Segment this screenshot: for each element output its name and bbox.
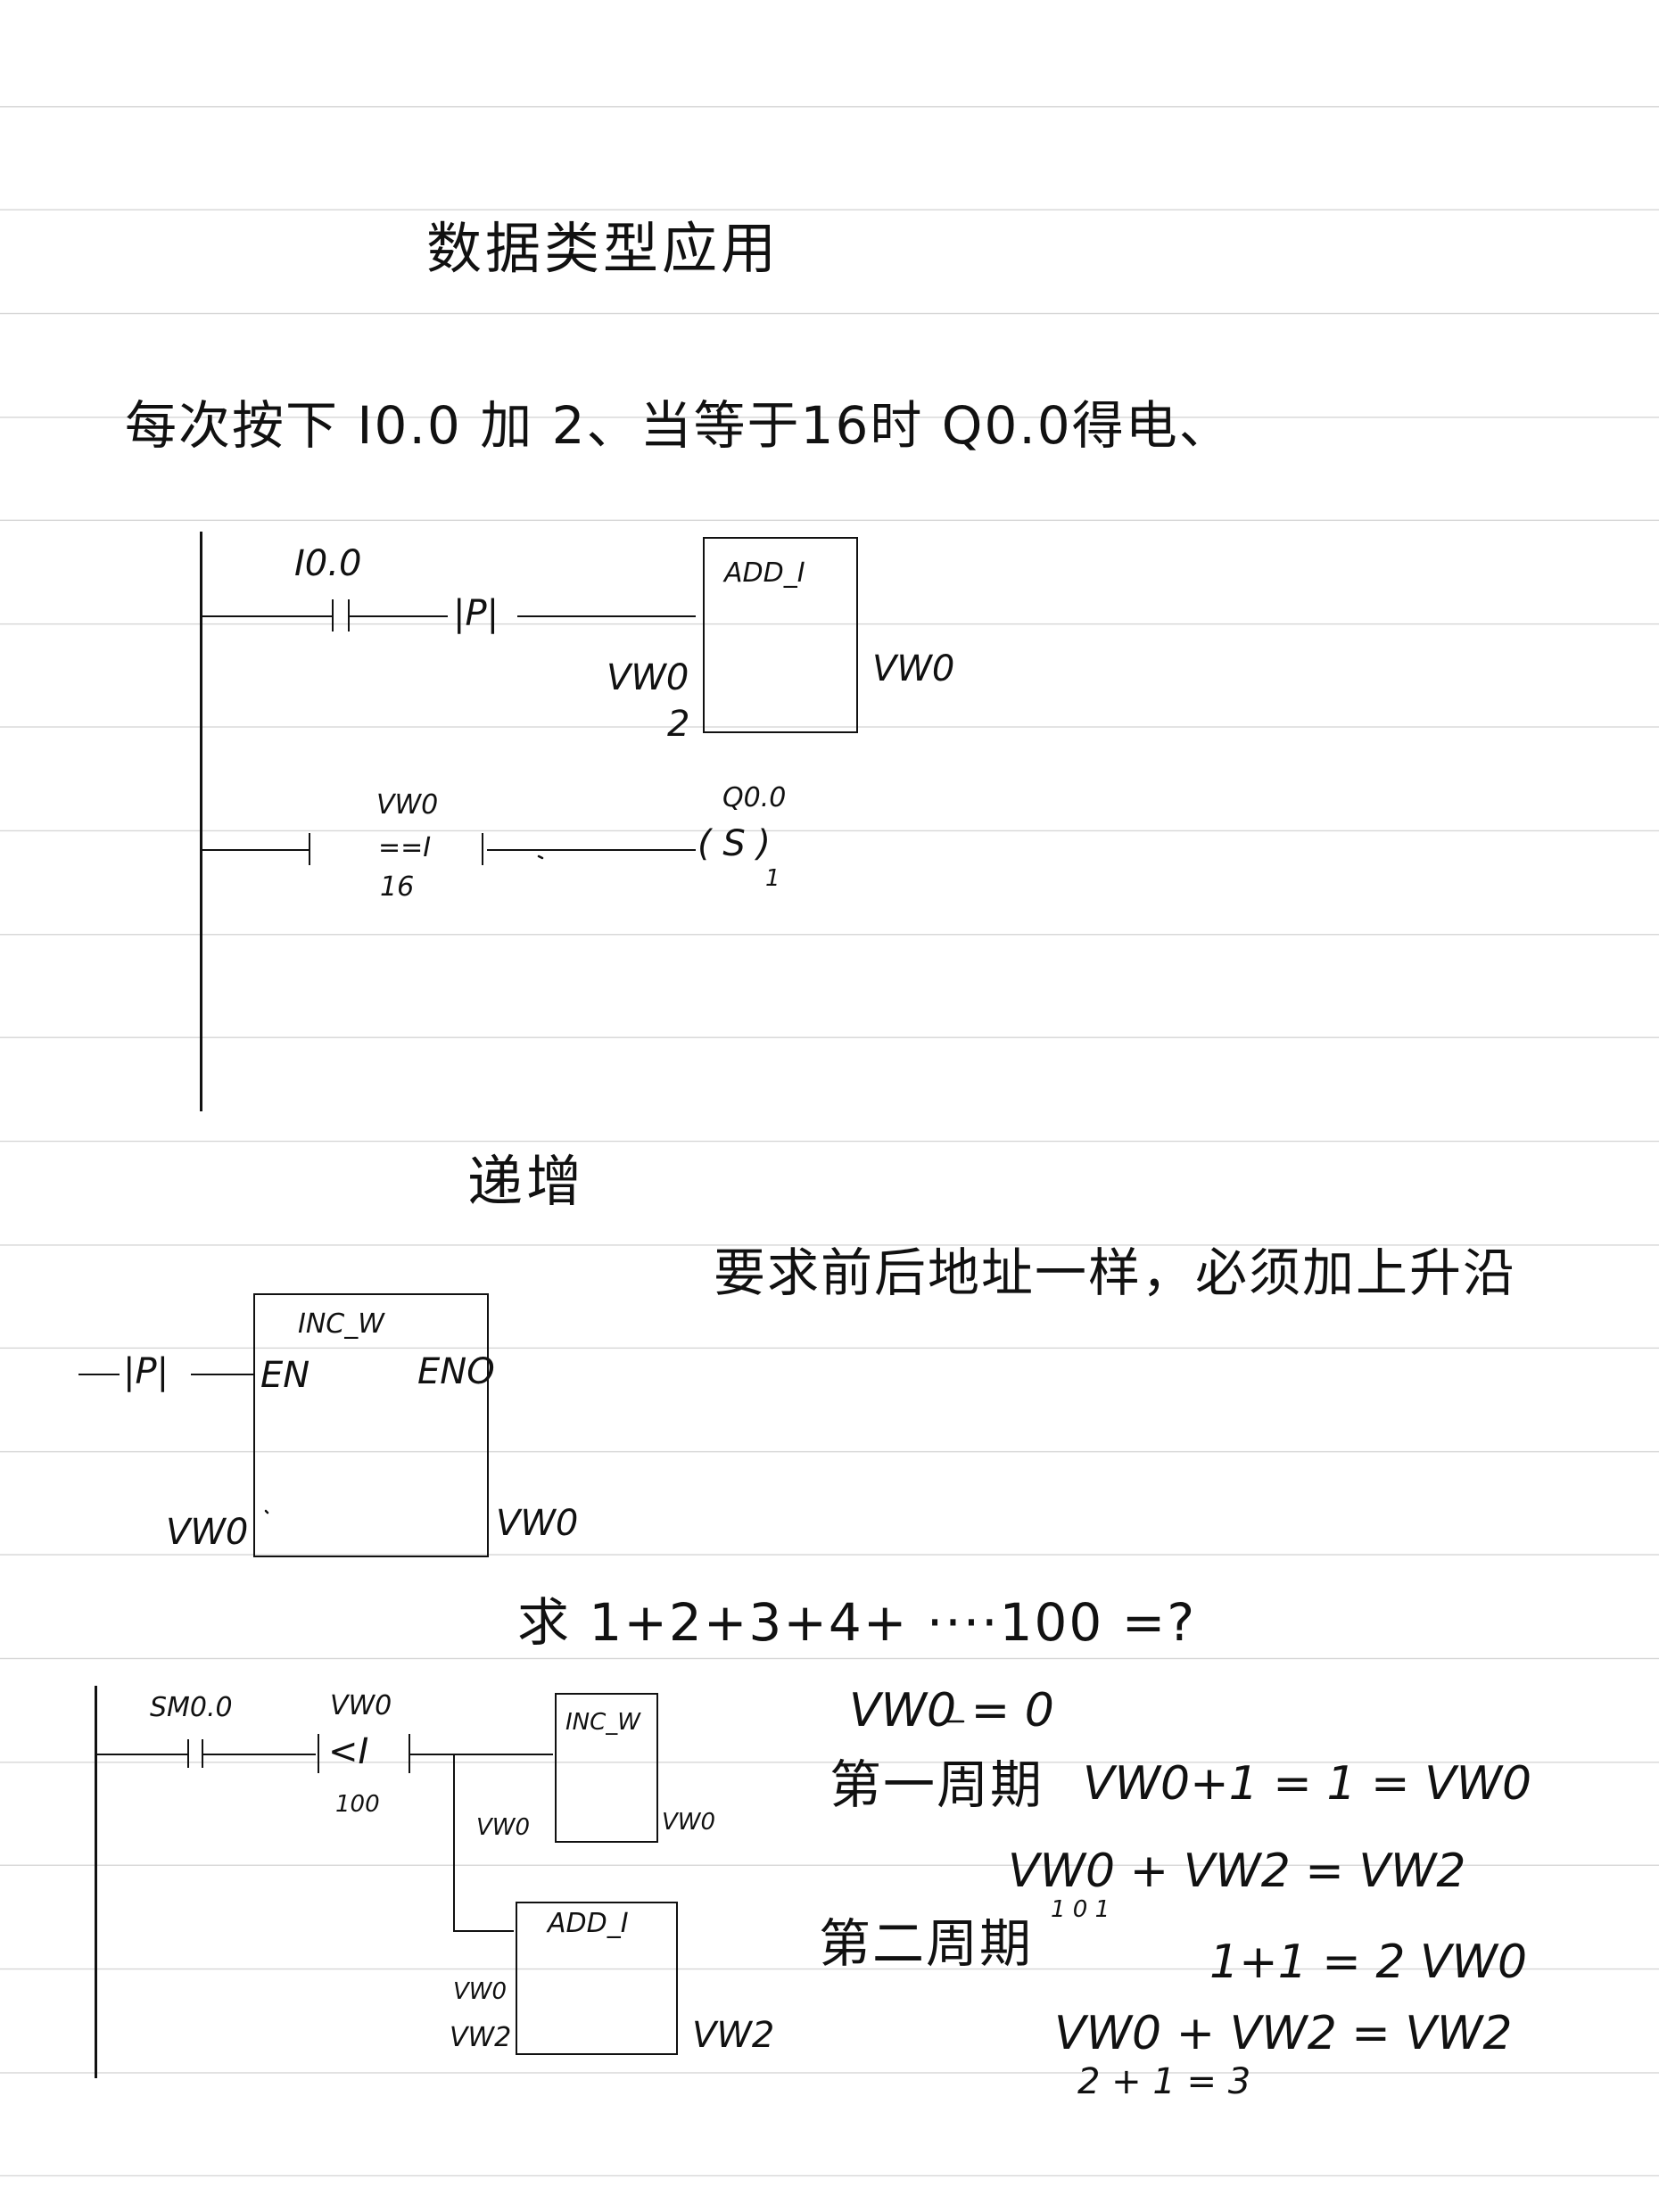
net1-edge-label: |P| [453,593,499,634]
net3-wire-b [203,1754,316,1755]
inc-en-label: EN [260,1355,310,1396]
note-cycle2-a: 1+1 = 2 VW0 [1209,1936,1528,1989]
net3-add-box-label: ADD_I [548,1908,629,1939]
net1-contact-label: I0.0 [294,543,362,584]
net3-inc-out: VW0 [662,1809,716,1836]
task-description: 每次按下 I0.0 加 2、当等于16时 Q0.0得电、 [125,395,1233,456]
section-heading-increment: 递增 [467,1149,586,1214]
note-cycle1-a: VW0+1 = 1 = VW0 [1083,1757,1532,1811]
power-rail-2 [95,1686,97,2078]
net1-add-box [703,537,858,733]
note-cycle2-b-sub: 2 + 1 = 3 [1077,2061,1251,2102]
net3-compare-op: <I [328,1731,369,1772]
net2-contact-left [309,833,310,865]
net3-wire-a [96,1754,187,1755]
net3-contact-right [202,1739,203,1768]
note-cycle1-b-sub: 1 0 1 [1051,1896,1110,1923]
net3-compare-top: VW0 [330,1690,392,1721]
net3-add-in1: VW0 [453,1978,508,2005]
note-cycle1-b: VW0 + VW2 = VW2 [1008,1845,1466,1898]
net3-compare-left [318,1734,319,1773]
net1-in1-label: VW0 [607,657,689,698]
section-note: 要求前后地址一样，必须加上升沿 [714,1242,1517,1303]
power-rail-1 [200,532,202,1111]
ink-dot-1 [537,854,544,860]
net3-add-out: VW2 [692,2015,775,2056]
inc-box [253,1293,489,1557]
inc-in-label: VW0 [166,1512,249,1553]
net1-add-box-label: ADD_I [724,557,805,589]
inc-wire-b [191,1374,253,1375]
inc-edge-label: |P| [123,1351,169,1392]
inc-eno-label: ENO [417,1351,495,1392]
net2-wire-a [202,849,309,851]
net3-inc-box-label: INC_W [565,1709,640,1736]
net1-wire-b [350,615,448,617]
ink-dot-2 [264,1509,269,1515]
net3-branch [453,1754,455,1932]
net2-compare-op: ==I [378,832,432,863]
net2-coil-name: Q0.0 [722,782,787,813]
net3-compare-right [409,1734,410,1773]
net3-add-box [516,1902,678,2055]
net2-compare-top: VW0 [376,789,439,821]
note-cycle2-b: VW0 + VW2 = VW2 [1054,2007,1513,2060]
net1-contact-right [348,599,350,631]
net2-compare-bottom: 16 [380,871,415,903]
net1-wire-a [202,615,332,617]
page-title: 数据类型应用 [426,216,780,281]
net3-contact-label: SM0.0 [150,1692,233,1723]
net1-in2-label: 2 [667,704,690,745]
net1-contact-left [332,599,334,631]
note-cycle2-label: 第二周期 [819,1913,1034,1974]
net3-add-in2: VW2 [450,2022,512,2053]
net2-coil: ( S ) [697,823,772,864]
net3-inc-box [555,1693,658,1843]
net3-wire-d [453,1930,514,1932]
inc-wire-a [78,1374,120,1375]
note-init: VW0 = 0 [849,1684,1054,1737]
net2-coil-n: 1 [765,865,780,892]
inc-out-label: VW0 [496,1503,579,1544]
net2-wire-b [487,849,696,851]
net3-compare-bottom: 100 [335,1791,380,1818]
note-cycle1-label: 第一周期 [830,1754,1044,1815]
net1-wire-c [517,615,696,617]
net2-contact-right [482,833,483,865]
net3-wire-c [410,1754,553,1755]
net3-contact-left [187,1739,189,1768]
question: 求 1+2+3+4+ ····100 =? [517,1592,1197,1653]
net1-out-label: VW0 [872,648,955,689]
net3-inc-in: VW0 [476,1814,531,1841]
inc-box-label: INC_W [298,1308,384,1340]
